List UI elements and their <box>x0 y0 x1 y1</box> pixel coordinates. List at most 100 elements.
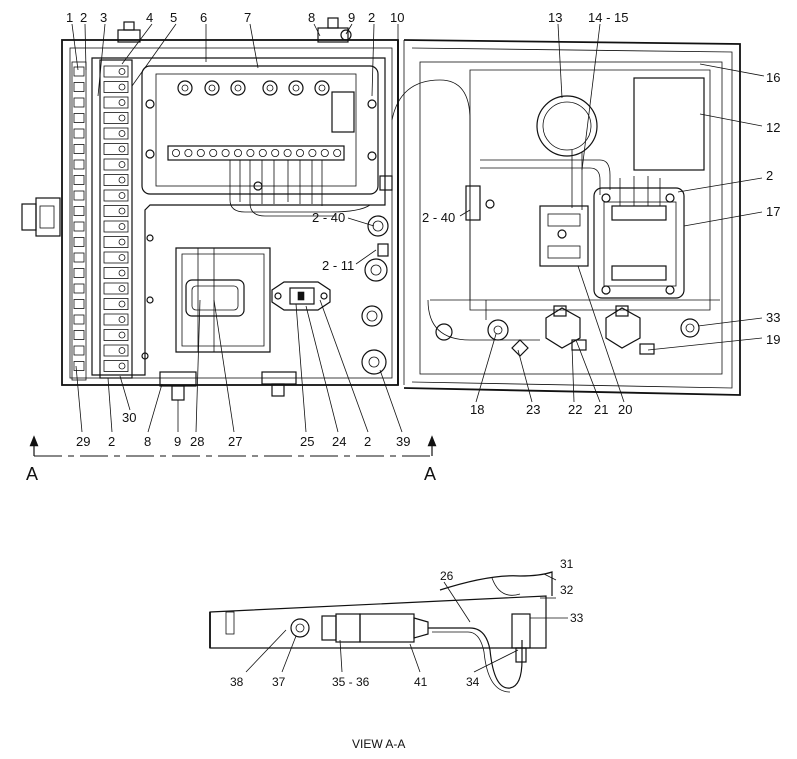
view-callout-34: 34 <box>466 675 480 689</box>
wire-tag <box>73 345 85 356</box>
relay-board <box>141 65 379 217</box>
wire-tag <box>73 268 85 278</box>
callout-2-40-right: 2 - 40 <box>422 210 455 225</box>
wire-tag <box>73 283 85 294</box>
wire-tag <box>73 361 85 371</box>
terminal <box>103 267 129 279</box>
terminal <box>103 329 129 341</box>
callout-9: 9 <box>348 10 355 25</box>
callout-2c: 2 <box>766 168 773 183</box>
wire-tag <box>73 299 85 309</box>
control-relay <box>539 205 589 267</box>
wire-tag <box>73 144 85 154</box>
terminal <box>103 189 129 202</box>
wire-tag <box>73 97 85 108</box>
wire-tag <box>73 237 85 247</box>
wire-tag <box>73 221 85 232</box>
right-wiring <box>391 79 661 341</box>
terminal <box>103 174 129 186</box>
callout-1: 1 <box>66 10 73 25</box>
callout-2d: 2 <box>108 434 115 449</box>
wire-tag <box>73 314 85 325</box>
lower-components <box>435 305 700 357</box>
relay-terminal <box>171 148 180 157</box>
callouts: 1 2 3 4 5 6 7 8 9 2 10 13 14 - 15 16 12 … <box>26 10 780 751</box>
terminal-screw <box>118 331 126 339</box>
callout-2e: 2 <box>364 434 371 449</box>
callout-3: 3 <box>100 10 107 25</box>
round-gauge <box>536 95 598 157</box>
terminal <box>103 81 129 93</box>
callout-8b: 8 <box>144 434 151 449</box>
callout-2-40-left: 2 - 40 <box>312 210 345 225</box>
relay-terminal <box>283 148 292 157</box>
wire-tag <box>73 159 85 170</box>
callout-22: 22 <box>568 402 582 417</box>
wire-tag <box>73 113 85 123</box>
terminal <box>103 65 129 78</box>
wire-tag <box>73 252 85 263</box>
relay-terminal <box>333 148 342 157</box>
terminal <box>103 96 129 109</box>
relay-terminal <box>221 148 230 157</box>
callout-29: 29 <box>76 434 90 449</box>
section-mark-left: A <box>26 464 38 484</box>
section-mark-right: A <box>424 464 436 484</box>
callout-12: 12 <box>766 120 780 135</box>
callout-2: 2 <box>80 10 87 25</box>
terminal-screw <box>118 130 126 137</box>
callout-20: 20 <box>618 402 632 417</box>
callout-23: 23 <box>526 402 540 417</box>
wire-tag <box>73 330 85 340</box>
wire-tag <box>73 206 85 216</box>
terminal <box>103 112 129 124</box>
callout-4: 4 <box>146 10 153 25</box>
terminal-screw <box>118 223 126 230</box>
view-callout-35-36: 35 - 36 <box>332 675 370 689</box>
left-enclosure <box>61 39 405 386</box>
view-callout-26: 26 <box>440 569 454 583</box>
terminal-screw <box>118 300 126 308</box>
view-callout-32: 32 <box>560 583 574 597</box>
label-plate <box>633 77 705 171</box>
relay-terminal <box>271 148 280 157</box>
callout-5: 5 <box>170 10 177 25</box>
contactor <box>593 187 685 299</box>
relay-terminal <box>184 148 193 157</box>
wire-tag <box>73 82 85 92</box>
callout-33: 33 <box>766 310 780 325</box>
terminal <box>103 360 129 372</box>
callout-39: 39 <box>396 434 410 449</box>
relay-terminal <box>258 148 267 157</box>
terminal-screw <box>118 114 126 122</box>
terminal-screw <box>118 362 126 370</box>
callout-13: 13 <box>548 10 562 25</box>
callout-30: 30 <box>122 410 136 425</box>
terminal <box>103 251 129 264</box>
terminal-screw <box>118 83 126 91</box>
wire-tag <box>73 190 85 201</box>
view-callout-41: 41 <box>414 675 428 689</box>
cable-grommets <box>141 175 393 375</box>
terminal-screw <box>118 68 126 75</box>
terminal <box>103 313 129 326</box>
callout-25: 25 <box>300 434 314 449</box>
terminal <box>103 205 129 217</box>
relay-terminal <box>320 148 329 157</box>
terminal <box>103 344 129 357</box>
view-callout-33: 33 <box>570 611 584 625</box>
callout-10: 10 <box>390 10 404 25</box>
terminal <box>103 298 129 310</box>
callout-21: 21 <box>594 402 608 417</box>
callout-18: 18 <box>470 402 484 417</box>
bottom-fittings <box>159 371 297 401</box>
callout-16: 16 <box>766 70 780 85</box>
callout-7: 7 <box>244 10 251 25</box>
terminal-screw <box>118 285 126 292</box>
callout-14-15: 14 - 15 <box>588 10 628 25</box>
callout-9b: 9 <box>174 434 181 449</box>
terminal <box>103 127 129 140</box>
terminal-screw <box>118 238 126 246</box>
